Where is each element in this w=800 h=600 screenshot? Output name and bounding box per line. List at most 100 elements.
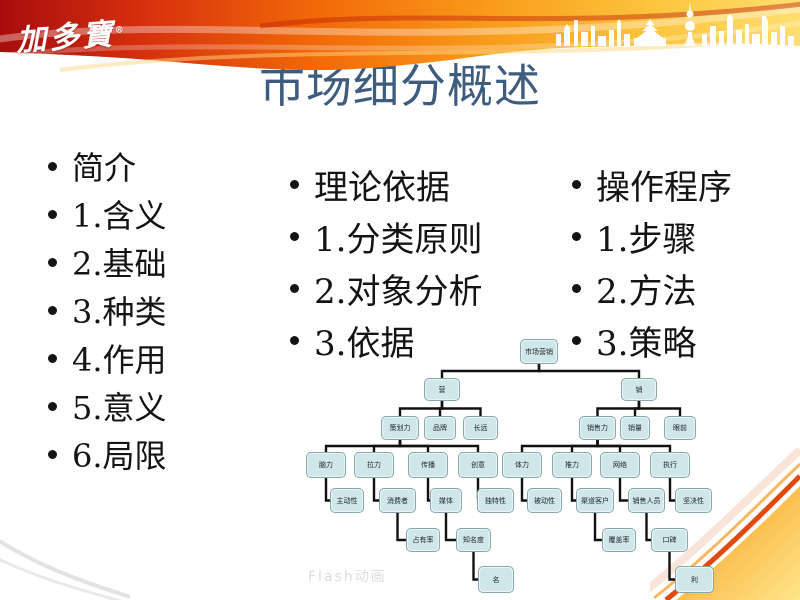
tree-node-meiti: 媒体 [430,488,462,513]
list-item-label: 2.对象分析 [314,271,483,312]
tree-node-ming: 名 [478,566,514,593]
tree-node-ying: 营 [424,378,460,401]
bullet-list-theory: 理论依据 1.分类原则 2.对象分析 3.依据 [290,158,482,366]
tree-node-zhudongxing: 主动性 [330,488,364,513]
bullet-icon [48,209,57,219]
bullet-icon [290,335,299,345]
tree-node-tili: 体力 [502,452,542,478]
list-item: 4.作用 [48,334,167,382]
org-chart-edge [324,478,330,502]
org-chart-edge [537,364,641,378]
list-item: 3.依据 [290,314,482,366]
org-chart-edge [596,401,641,416]
list-item: 2.方法 [572,262,732,314]
org-chart-edge [396,513,406,542]
org-chart-edge [645,513,651,542]
list-item: 1.分类原则 [290,210,482,262]
org-chart-edge [444,513,456,542]
org-chart-edge [472,552,478,581]
tree-node-zhimingdu: 知名度 [456,528,491,552]
tree-node-pinpai: 品牌 [424,416,456,440]
list-item: 3.策略 [572,314,732,366]
list-item: 1.含义 [48,190,167,238]
list-item: 2.基础 [48,238,167,286]
tree-node-root: 市场营销 [520,339,558,364]
org-chart-edge [440,401,482,416]
brand-logo-text: 加多寶 [15,16,117,59]
page-title: 市场细分概述 [259,59,541,113]
list-item: 1.步骤 [572,210,732,262]
tree-node-koubei: 口碑 [651,528,688,552]
org-chart-edge [398,440,480,452]
list-item-label: 操作程序 [596,167,732,208]
org-chart-edge [570,440,599,452]
list-item: 5.意义 [48,382,167,430]
list-item-label: 1.分类原则 [314,219,483,260]
tree-node-tuili: 推力 [552,452,592,478]
bullet-icon [48,353,57,363]
list-item: 理论依据 [290,158,482,210]
list-item-label: 简介 [72,149,137,187]
bullet-icon [572,231,581,241]
org-chart-edge [596,440,672,452]
tree-node-zhanyoulv: 占有率 [406,528,440,552]
tree-node-fugailv: 覆盖率 [602,528,636,552]
org-chart-edge [618,478,628,502]
list-item: 2.对象分析 [290,262,482,314]
org-chart-edge [372,478,379,502]
tree-node-xiaofeizhe: 消费者 [379,488,416,513]
tree-node-wangluo: 网络 [600,452,640,478]
list-item: 操作程序 [572,158,732,210]
bullet-icon [572,335,581,345]
bullet-icon [290,179,299,189]
tree-node-naoli: 脑力 [306,452,346,478]
bullet-icon [290,283,299,293]
tree-node-xiao: 销 [621,378,657,401]
tree-node-chuanbo: 传播 [408,452,448,478]
list-item-label: 3.依据 [314,323,415,364]
org-chart-edge [520,478,527,502]
tree-node-yanqian: 眼前 [664,416,696,440]
bullet-icon [290,231,299,241]
list-item-label: 2.方法 [596,271,697,312]
tree-node-beidongxing: 被动性 [527,488,562,513]
list-item-label: 6.局限 [72,437,167,475]
tree-node-xiaoshouli: 销售力 [579,416,616,440]
tree-node-changyuan: 长远 [463,416,498,440]
registered-mark: ® [114,25,128,36]
tree-node-lali: 拉力 [354,452,394,478]
org-chart-edge [440,364,541,378]
list-item-label: 理论依据 [314,167,450,208]
org-chart-edge [570,478,576,502]
tree-node-xiaoshourenyuan: 销售人员 [628,488,665,513]
bullet-icon [572,179,581,189]
list-item: 3.种类 [48,286,167,334]
list-item: 6.局限 [48,430,167,478]
tree-node-zhixing: 执行 [650,452,690,478]
bullet-icon [48,449,57,459]
org-chart-edge [593,513,602,542]
list-item-label: 3.种类 [72,293,167,331]
bullet-icon [572,283,581,293]
watermark: Flash动画 [308,569,387,585]
tree-node-cehuali: 策划力 [381,416,419,440]
tree-node-li: 利 [675,566,714,593]
list-item-label: 1.步骤 [596,219,697,260]
bullet-icon [48,161,57,171]
list-item-label: 3.策略 [596,323,697,364]
list-item-label: 5.意义 [72,389,167,427]
org-chart-edge [398,401,444,416]
bullet-icon [48,257,57,267]
tree-node-jianjuexing: 坚决性 [675,488,712,513]
list-item-label: 2.基础 [72,245,167,283]
list-item: 简介 [48,142,167,190]
tree-node-qudaokehu: 渠道客户 [576,488,614,513]
bullet-icon [48,305,57,315]
list-item-label: 1.含义 [72,197,167,235]
org-chart-edge [637,401,682,416]
tree-node-dutexing: 独特性 [477,488,514,513]
